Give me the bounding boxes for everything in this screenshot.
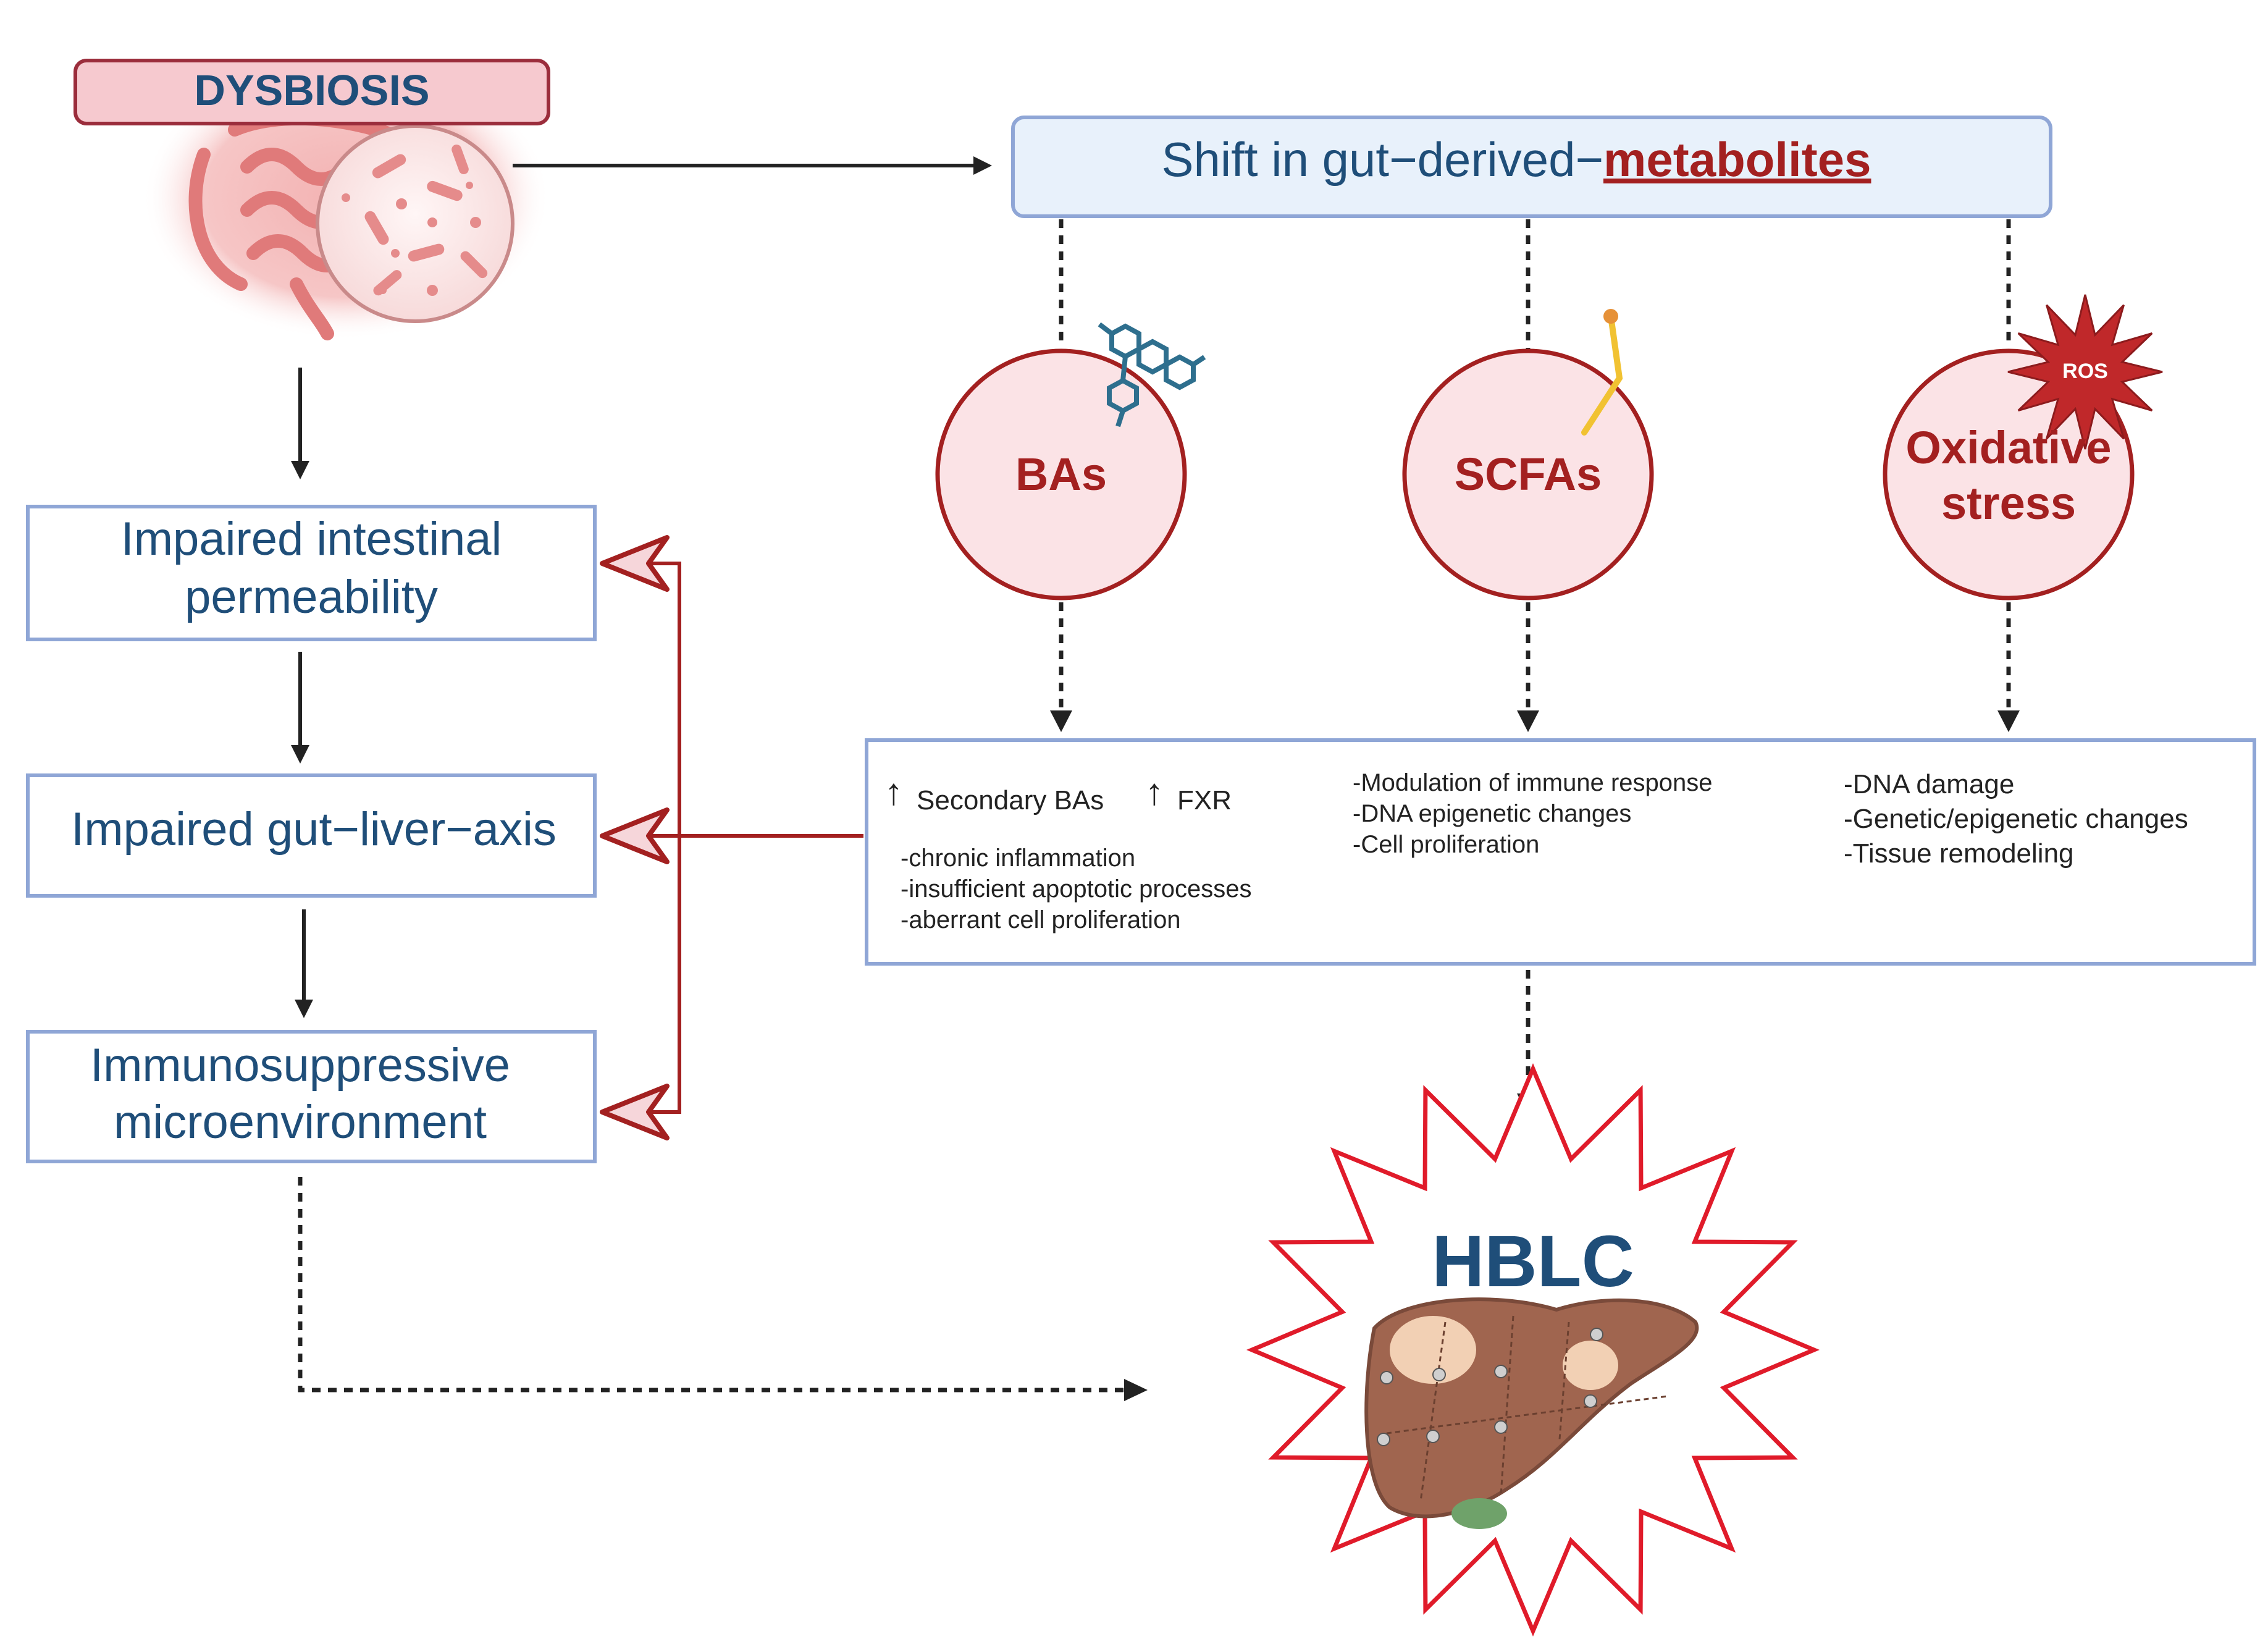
ros-label: ROS bbox=[2062, 360, 2108, 383]
scfas-label: SCFAs bbox=[1455, 449, 1602, 500]
gut-liver-axis-box: Impaired gut−liver−axis bbox=[26, 773, 597, 898]
microbe-bubble-icon bbox=[316, 124, 514, 323]
shift-highlight: metabolites bbox=[1603, 132, 1871, 187]
bile-acid-molecule-icon bbox=[1098, 322, 1206, 428]
fxr-label: FXR bbox=[1177, 785, 1232, 815]
dysbiosis-label: DYSBIOSIS bbox=[194, 66, 429, 114]
bas-effect-line: -insufficient apoptotic processes bbox=[901, 875, 1251, 903]
scfa-effect-line: -Cell proliferation bbox=[1353, 831, 1539, 858]
fatty-acid-chain-icon bbox=[1581, 309, 1623, 436]
up-arrow-secondary-bas: ↑ bbox=[884, 771, 903, 812]
bas-effect-line: -chronic inflammation bbox=[901, 845, 1135, 872]
oxidative-effect-line: -DNA damage bbox=[1844, 769, 2014, 799]
dotted-connectors-top bbox=[1059, 219, 2011, 352]
secondary-bas-label: Secondary BAs bbox=[917, 785, 1104, 815]
permeability-box: Impaired intestinal permeability bbox=[26, 505, 597, 641]
shift-prefix: Shift in gut−derived− bbox=[1162, 132, 1603, 187]
shift-box: Shift in gut−derived−metabolites bbox=[1011, 116, 2052, 218]
gut-liver-axis-label: Impaired gut−liver−axis bbox=[71, 803, 556, 856]
bas-effect-line: -aberrant cell proliferation bbox=[901, 906, 1181, 933]
up-arrow-fxr: ↑ bbox=[1145, 771, 1164, 812]
immunosuppressive-box: Immunosuppressive microenvironment bbox=[26, 1030, 597, 1163]
bas-label: BAs bbox=[1015, 449, 1107, 500]
bas-node: BAs bbox=[935, 322, 1206, 600]
effects-box: ↑ Secondary BAs ↑ FXR -chronic inflammat… bbox=[865, 738, 2256, 966]
oxidative-label-line2: stress bbox=[1941, 478, 2076, 529]
liver-tumor-icon bbox=[1364, 1297, 1699, 1529]
feedback-arrows bbox=[618, 562, 863, 1114]
hblc-outcome: HBLC bbox=[1246, 1063, 1820, 1637]
shift-label: Shift in gut−derived−metabolites bbox=[1162, 132, 1871, 187]
dysbiosis-illustration: DYSBIOSIS bbox=[74, 56, 550, 340]
permeability-line1: Impaired intestinal bbox=[121, 513, 502, 565]
oxidative-effect-line: -Tissue remodeling bbox=[1844, 838, 2074, 869]
oxidative-effect-line: -Genetic/epigenetic changes bbox=[1844, 804, 2188, 834]
immunosuppressive-line2: microenvironment bbox=[114, 1096, 487, 1148]
dysbiosis-label-box bbox=[74, 59, 550, 125]
scfa-effect-line: -Modulation of immune response bbox=[1353, 769, 1713, 796]
oxidative-label-line1: Oxidative bbox=[1905, 422, 2111, 473]
dotted-arrowhead-hblc-left bbox=[1124, 1379, 1148, 1401]
oxidative-stress-node: ROS Oxidative stress bbox=[1883, 294, 2163, 600]
bas-effects-header: ↑ Secondary BAs ↑ FXR bbox=[884, 771, 1232, 815]
dotted-arrowheads-middle bbox=[1050, 710, 2020, 732]
immunosuppressive-line1: Immunosuppressive bbox=[90, 1039, 510, 1092]
scfa-effect-line: -DNA epigenetic changes bbox=[1353, 800, 1631, 827]
dotted-arrow-immuno-to-hblc bbox=[298, 1177, 1124, 1393]
hblc-label: HBLC bbox=[1432, 1221, 1634, 1302]
feedback-arrowheads bbox=[600, 535, 670, 1140]
scfas-node: SCFAs bbox=[1402, 309, 1654, 600]
dotted-connectors-middle bbox=[1059, 602, 2011, 710]
permeability-line2: permeability bbox=[185, 571, 438, 623]
ros-burst-icon: ROS bbox=[2007, 294, 2163, 450]
